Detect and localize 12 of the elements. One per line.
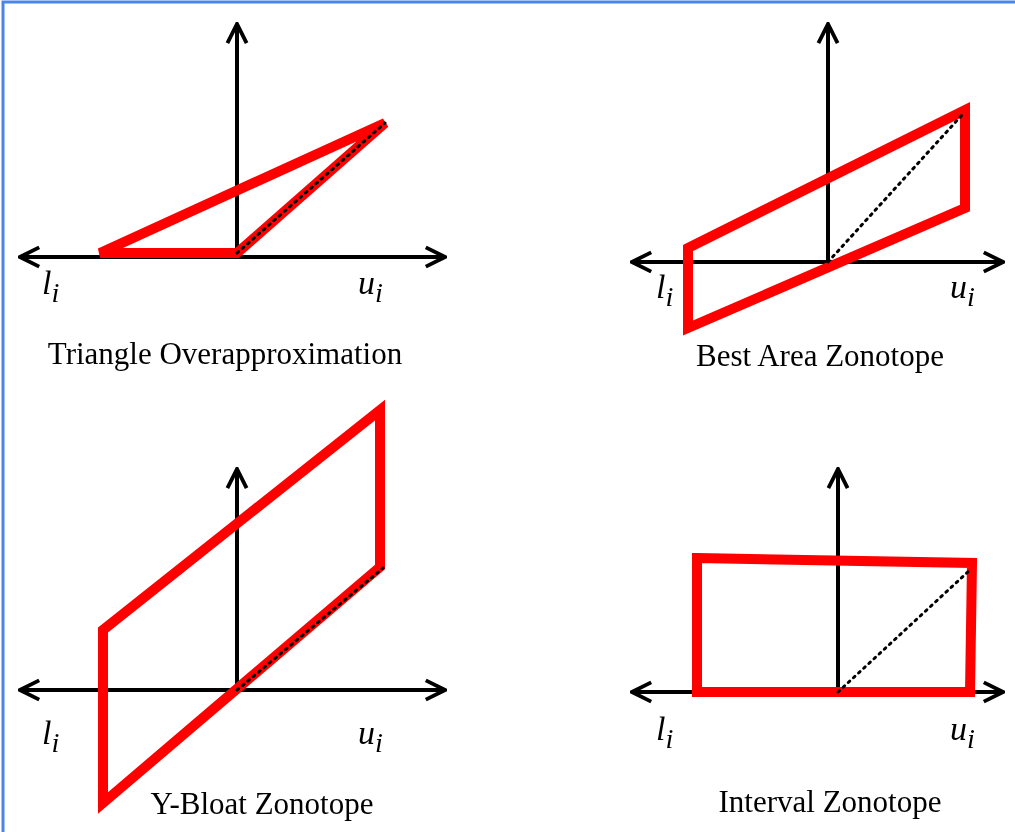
plot-caption: Triangle Overapproximation	[47, 338, 403, 369]
axis-bound-label: l$_{i}$	[656, 712, 674, 754]
plot-caption: Best Area Zonotope	[696, 340, 944, 371]
axis-bound-label: l$_{i}$	[656, 270, 674, 312]
axis-bound-label: u$_{i}$	[358, 716, 383, 758]
axis-bound-label: l$_{i}$	[42, 266, 60, 308]
axis-bound-label: u$_{i}$	[358, 266, 383, 308]
plot-caption: Y-Bloat Zonotope	[150, 788, 374, 819]
axis-bound-label: l$_{i}$	[42, 716, 60, 758]
axis-bound-label: u$_{i}$	[950, 270, 975, 312]
axis-bound-label: u$_{i}$	[950, 712, 975, 754]
plot-caption: Interval Zonotope	[718, 786, 942, 817]
